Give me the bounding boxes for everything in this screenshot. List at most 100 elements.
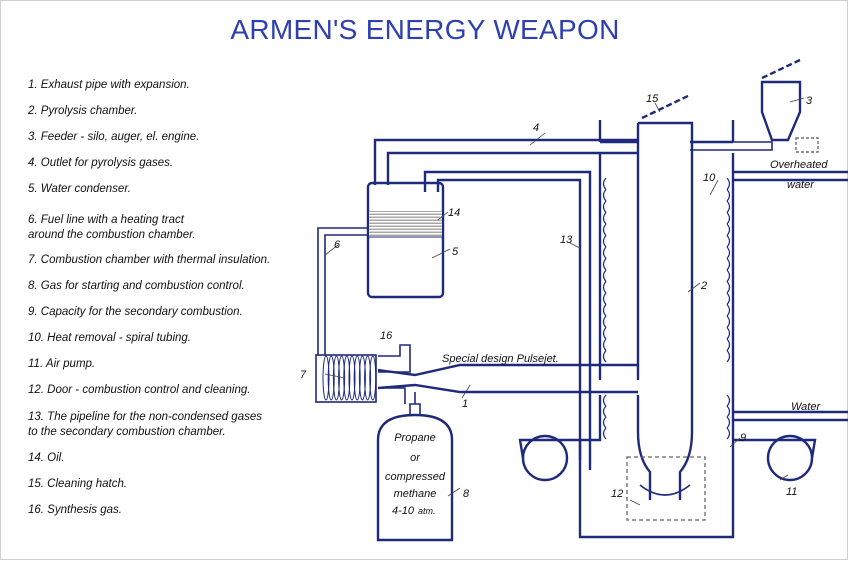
coil-turn — [726, 315, 731, 328]
coil-turn — [726, 189, 731, 202]
coil-turn — [726, 327, 731, 340]
pyrolysis-chamber-lower-left — [636, 395, 652, 500]
water-condenser — [366, 181, 445, 299]
coil-turn — [602, 416, 607, 429]
legend-item: 4. Outlet for pyrolysis gases. — [28, 157, 174, 169]
coil-turn — [726, 405, 731, 418]
coil-turn — [364, 355, 372, 401]
coil-turn — [602, 315, 607, 328]
coil-turn — [726, 427, 731, 440]
coil-turn — [602, 223, 607, 236]
coil-turn — [726, 200, 731, 213]
coil-turn — [726, 416, 731, 429]
coil-turn — [726, 281, 731, 294]
coil-turn — [726, 246, 731, 259]
gas-tank — [376, 413, 454, 542]
label-water-in: Water — [791, 401, 821, 413]
label-12: 12 — [611, 488, 623, 500]
coil-turn — [602, 177, 607, 190]
tank-text-compressed: compressed — [385, 471, 446, 483]
air-pump-right — [766, 434, 814, 482]
page-title: ARMEN'S ENERGY WEAPON — [230, 14, 620, 45]
label-15: 15 — [646, 93, 659, 105]
legend-item: 9. Capacity for the secondary combustion… — [28, 306, 243, 318]
label-pulsejet: Special design Pulsejet. — [442, 353, 559, 365]
water-inlet — [733, 410, 848, 422]
coil-turn — [602, 394, 607, 407]
coil-turn — [602, 327, 607, 340]
label-11: 11 — [786, 486, 797, 498]
legend-item: 13. The pipeline for the non-condensed g… — [28, 411, 262, 438]
coil-turn — [602, 338, 607, 351]
tank-text-pressure: 4-10 — [392, 505, 415, 517]
coil-turn — [602, 246, 607, 259]
label-overheated: Overheated — [770, 159, 828, 171]
coil-turn — [322, 355, 330, 401]
coil-turn — [726, 292, 731, 305]
legend-item: 12. Door - combustion control and cleani… — [28, 384, 251, 396]
synthesis-gas-line — [378, 344, 411, 373]
legend-item: 11. Air pump. — [28, 358, 96, 370]
legend-item: 15. Cleaning hatch. — [28, 478, 128, 490]
legend-item: 16. Synthesis gas. — [28, 504, 122, 516]
label-16: 16 — [380, 330, 393, 342]
tank-text-methane: methane — [394, 488, 437, 500]
label-9: 9 — [740, 432, 746, 444]
tank-text-propane: Propane — [394, 432, 436, 444]
label-3: 3 — [806, 95, 813, 107]
coil-turn — [602, 427, 607, 440]
coil-turn — [602, 212, 607, 225]
legend-item: 7. Combustion chamber with thermal insul… — [28, 254, 271, 266]
feeder-motor — [795, 137, 819, 153]
label-8: 8 — [463, 488, 470, 500]
spiral-coil-left — [602, 177, 607, 363]
coil-turn — [726, 212, 731, 225]
coil-turn — [327, 355, 335, 401]
coil-turn — [353, 355, 361, 401]
coil-turn — [726, 350, 731, 363]
label-10: 10 — [703, 172, 716, 184]
combustion-chamber — [315, 354, 377, 403]
coil-turn — [602, 350, 607, 363]
legend-item: 14. Oil. — [28, 452, 65, 464]
label-5: 5 — [452, 246, 459, 258]
coil-turn — [602, 235, 607, 248]
combustion-door — [626, 456, 706, 521]
coil-turn — [602, 189, 607, 202]
legend-item: 8. Gas for starting and combustion contr… — [28, 280, 245, 292]
coil-turn — [358, 355, 366, 401]
legend-item: 5. Water condenser. — [28, 183, 131, 195]
label-13: 13 — [560, 234, 573, 246]
coil-turn — [602, 304, 607, 317]
heat-removal-outlet — [733, 170, 848, 182]
label-6: 6 — [334, 239, 341, 251]
coil-turn — [602, 292, 607, 305]
tank-text-or: or — [410, 452, 421, 464]
label-7: 7 — [300, 369, 307, 381]
coil-turn — [602, 200, 607, 213]
coil-turn — [726, 304, 731, 317]
coil-turn — [726, 235, 731, 248]
label-water-out: water — [787, 179, 815, 191]
coil-turn — [726, 223, 731, 236]
coil-turn — [332, 355, 340, 401]
coil-turn — [726, 258, 731, 271]
label-14: 14 — [448, 207, 460, 219]
legend-item: 10. Heat removal - spiral tubing. — [28, 332, 191, 344]
coil-turn — [602, 258, 607, 271]
coil-turn — [369, 355, 377, 401]
coil-turn — [602, 405, 607, 418]
spiral-coil-right-lower — [726, 394, 731, 440]
coil-turn — [602, 269, 607, 282]
coil-turn — [348, 355, 356, 401]
label-4: 4 — [533, 122, 539, 134]
coil-turn — [726, 269, 731, 282]
legend-item: 2. Pyrolysis chamber. — [28, 105, 138, 117]
condenser-outlet-pipe — [423, 170, 592, 440]
coil-turn — [726, 394, 731, 407]
legend-item: 3. Feeder - silo, auger, el. engine. — [28, 131, 200, 143]
spiral-coil-right — [726, 177, 731, 363]
coil-turn — [602, 281, 607, 294]
